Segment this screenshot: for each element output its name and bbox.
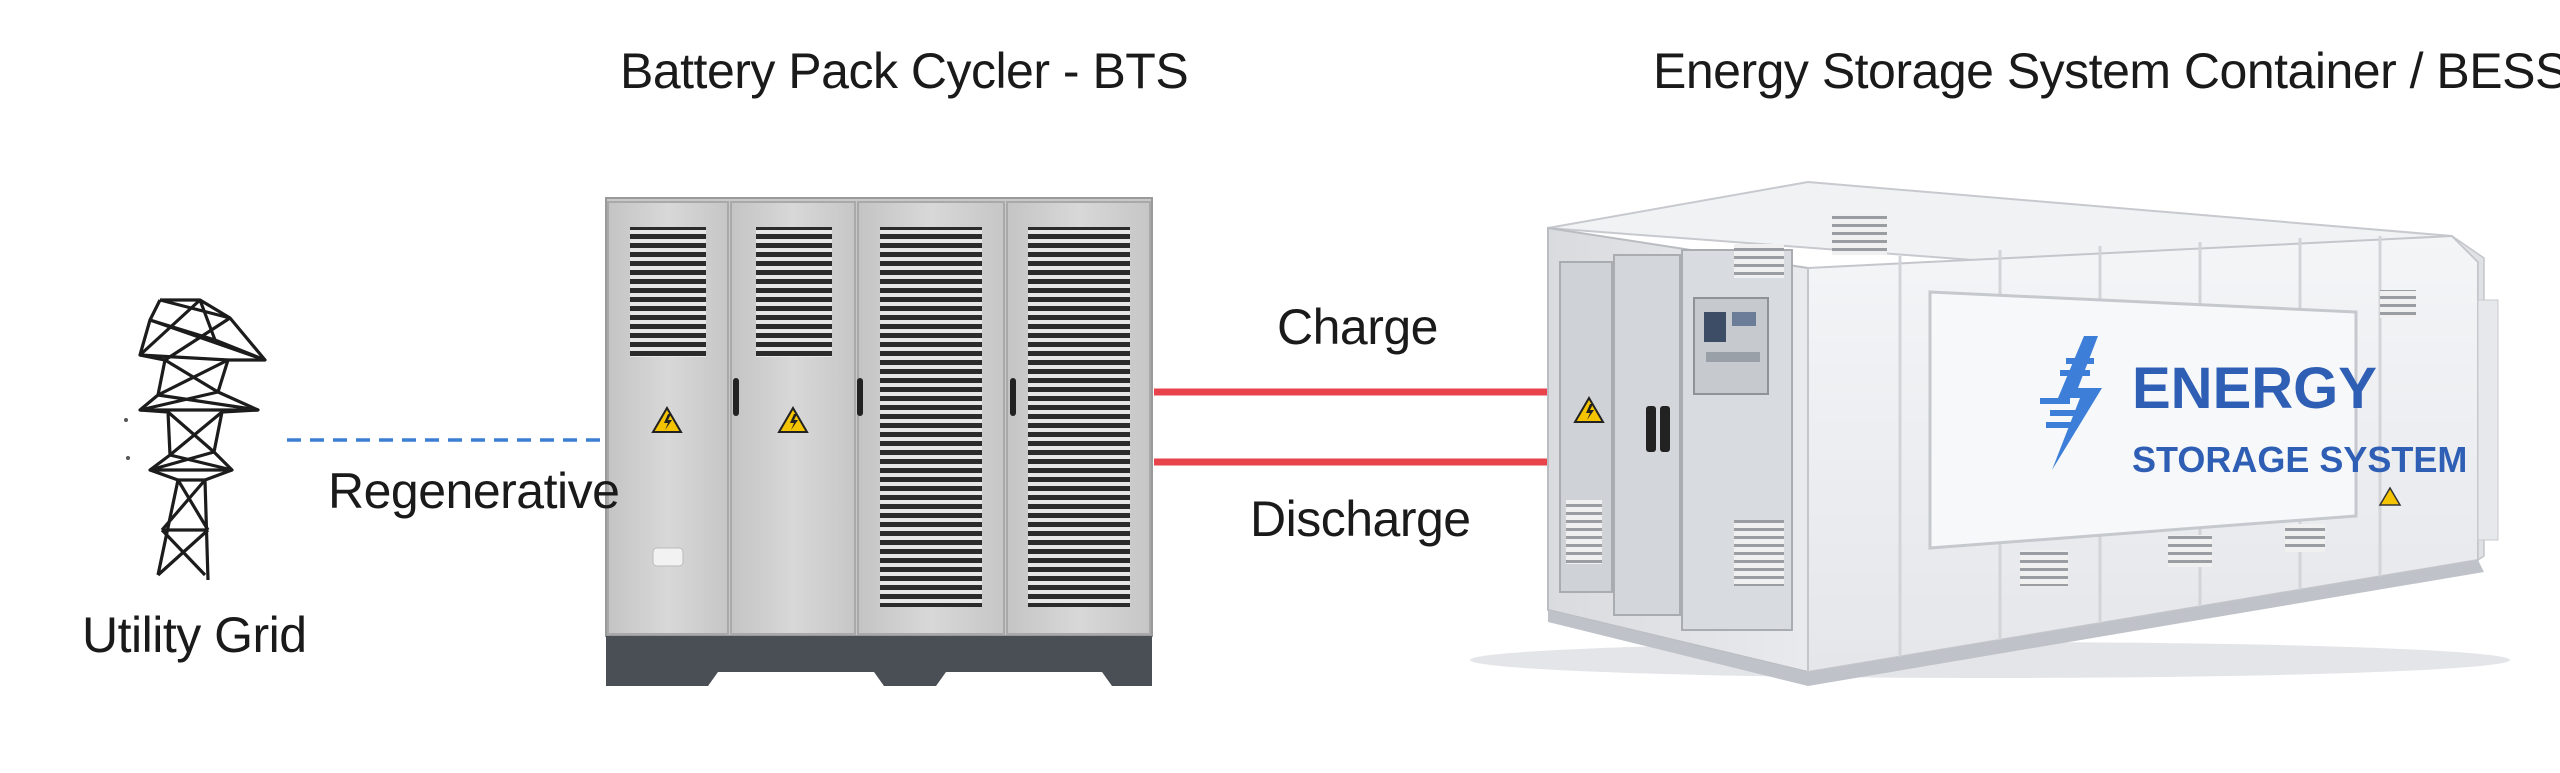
door-handle [1660,406,1670,452]
regenerative-label: Regenerative [328,463,620,519]
control-display [1732,312,1756,326]
vent-louver [1566,500,1602,564]
power-tower-icon [138,298,267,581]
name-plate [652,547,684,567]
vent-louver [1734,244,1784,278]
vent-louver [2168,535,2212,567]
vent-louver [756,227,832,357]
discharge-label: Discharge [1250,491,1471,547]
vent-louver [630,227,706,357]
sign-line1: ENERGY [2132,356,2377,421]
vent-louver [2020,550,2068,586]
warning-icon [1573,396,1605,423]
cabinet-base [606,636,1152,686]
door-handle [1010,378,1016,416]
control-strip [1706,352,1760,362]
vent-louver [880,227,982,607]
lightning-bolt-icon [2040,336,2102,470]
container-end-right [2477,299,2499,541]
charge-label: Charge [1277,299,1439,355]
vent-louver [2285,524,2325,552]
door-handle [1646,406,1656,452]
energy-sign-panel [1928,290,2358,550]
warning-icon [651,406,683,433]
bess-container: ENERGY STORAGE SYSTEM [1470,180,2510,686]
warning-icon [777,406,809,433]
vent-louver [1832,215,1887,255]
door-handle [733,378,739,416]
bts-title: Battery Pack Cycler - BTS [620,43,1189,99]
wire-dot [124,418,128,422]
vent-louver [1734,520,1784,586]
control-display [1704,312,1726,342]
warning-icon [2378,486,2402,506]
battery-cycler-cabinet [605,197,1153,686]
door-handle [857,378,863,416]
bess-title: Energy Storage System Container / BESS [1653,43,2560,99]
vent-louver [2380,290,2416,318]
sign-line2: STORAGE SYSTEM [2132,439,2467,480]
wire-dot [126,456,130,460]
utility-grid-label: Utility Grid [82,607,307,663]
vent-louver [1028,227,1130,607]
